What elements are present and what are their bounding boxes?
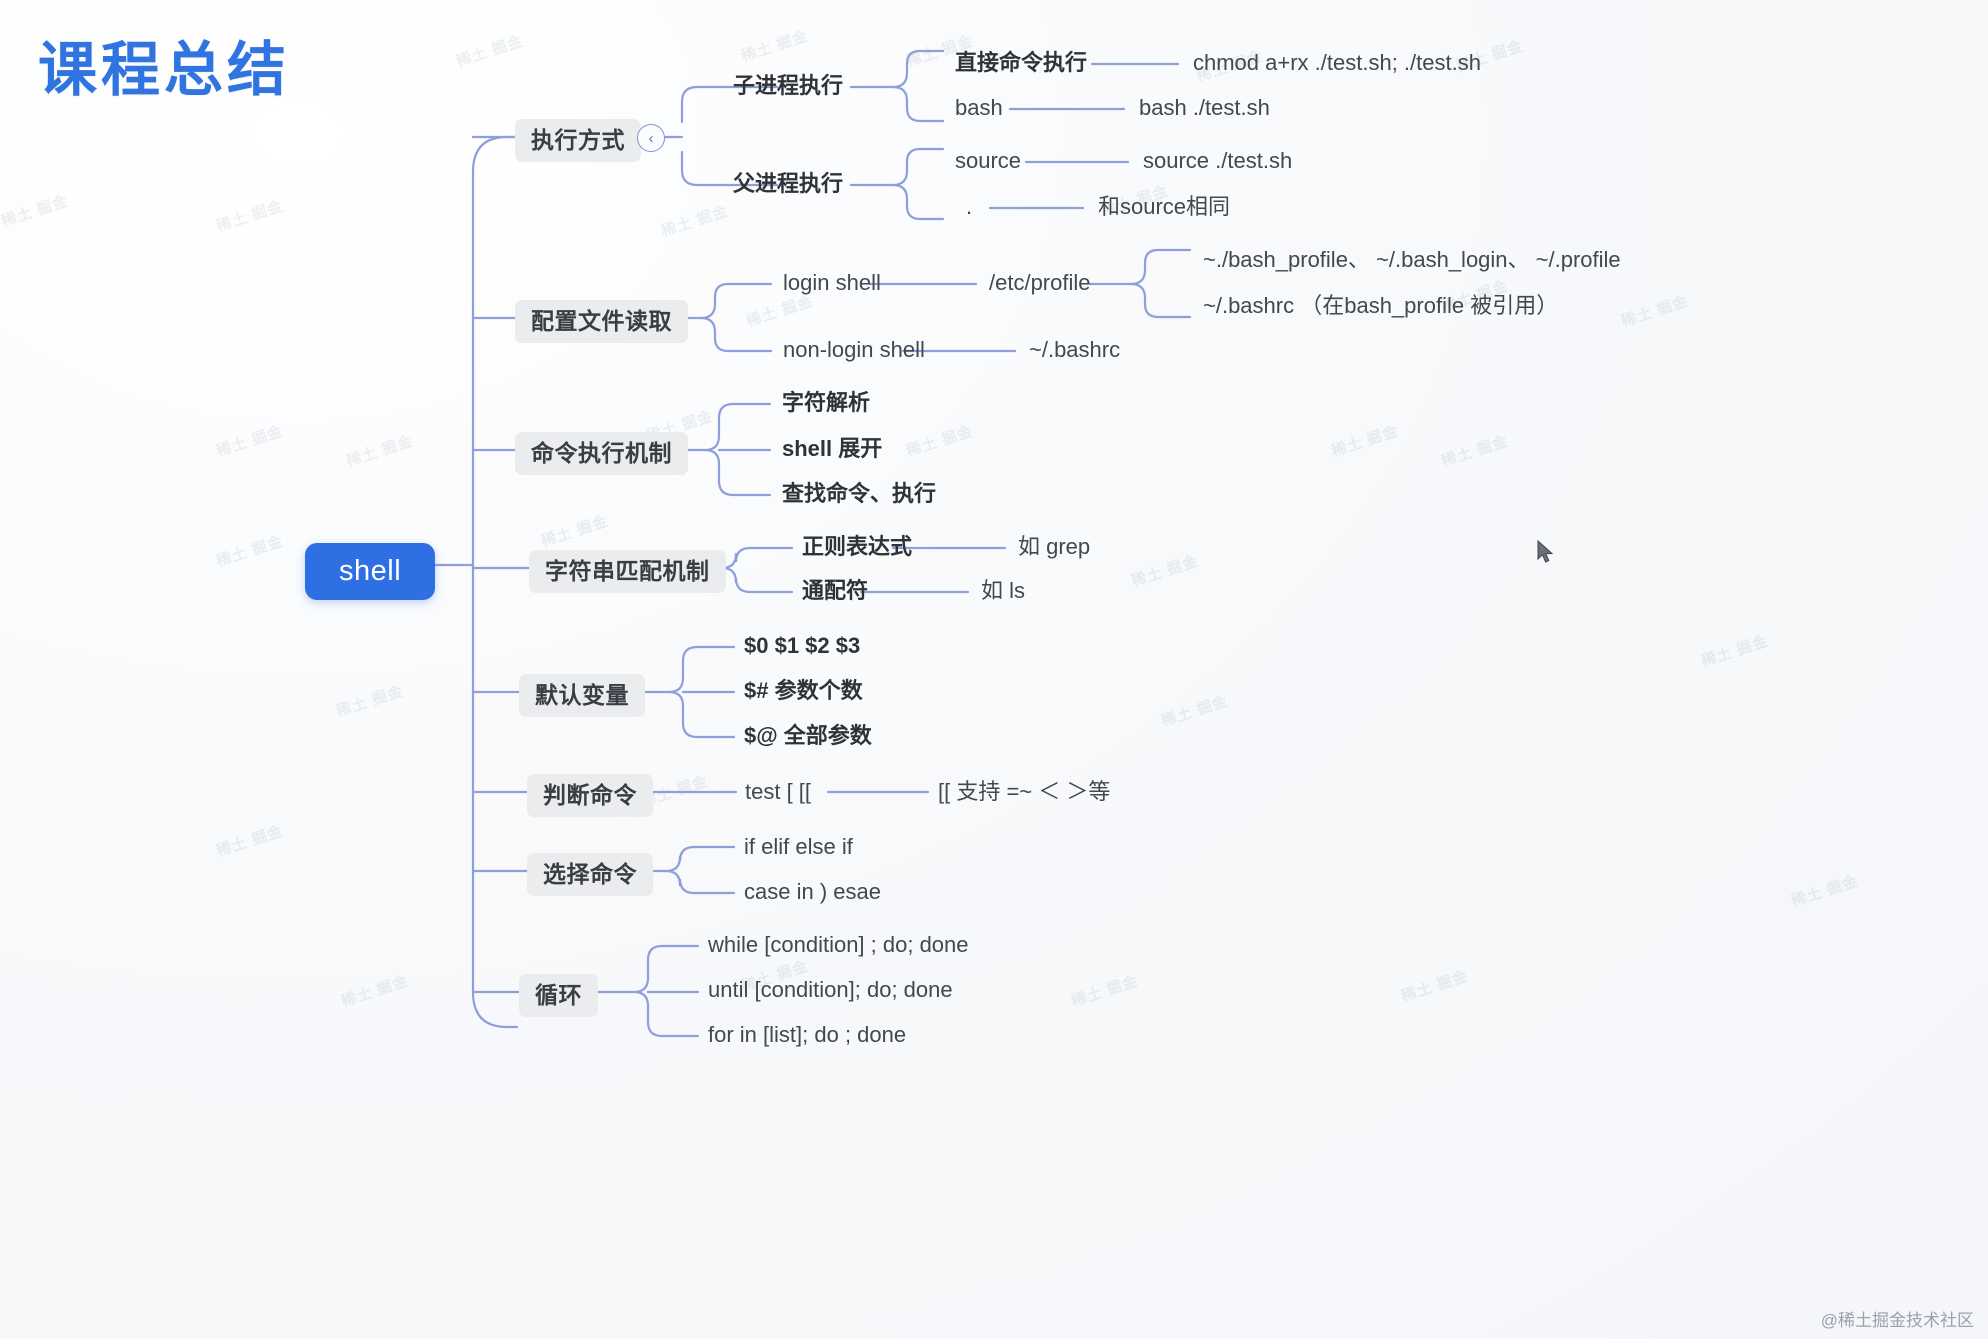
node-if-elif-else[interactable]: if elif else if — [744, 834, 853, 859]
node-non-login-shell[interactable]: non-login shell — [783, 337, 925, 362]
mouse-cursor — [1537, 540, 1554, 563]
watermark: 稀土 掘金 — [214, 422, 286, 461]
node-source[interactable]: source — [955, 148, 1022, 173]
branch-node-selection-command[interactable]: 选择命令 — [527, 853, 653, 896]
node-positional-params[interactable]: $0 $1 $2 $3 — [744, 633, 861, 658]
watermark: 稀土 掘金 — [1789, 872, 1861, 911]
node-until-loop[interactable]: until [condition]; do; done — [708, 977, 953, 1002]
branch-label: 循环 — [535, 982, 582, 1008]
watermark: 稀土 掘金 — [904, 422, 976, 461]
watermark: 稀土 掘金 — [659, 202, 731, 241]
watermark: 稀土 掘金 — [214, 822, 286, 861]
watermark: 稀土 掘金 — [1399, 967, 1471, 1006]
watermark: 稀土 掘金 — [1699, 632, 1771, 671]
watermark: 稀土 掘金 — [334, 682, 406, 721]
branch-label: 选择命令 — [543, 861, 637, 887]
branch-label: 字符串匹配机制 — [545, 558, 710, 584]
node-all-params[interactable]: $@ 全部参数 — [744, 723, 872, 748]
node-like-grep[interactable]: 如 grep — [1018, 534, 1091, 559]
branch-node-default-variables[interactable]: 默认变量 — [519, 674, 645, 717]
branch-label: 默认变量 — [535, 682, 629, 708]
chevron-left-icon[interactable]: ‹ — [637, 124, 665, 152]
credit-text: @稀土掘金技术社区 — [1820, 1311, 1974, 1330]
node-dot[interactable]: . — [966, 194, 973, 219]
page-title: 课程总结 — [38, 37, 291, 103]
node-wildcard[interactable]: 通配符 — [802, 578, 869, 603]
branch-node-config-file-read[interactable]: 配置文件读取 — [515, 300, 688, 343]
watermark: 稀土 掘金 — [1619, 292, 1691, 331]
watermark: 稀土 掘金 — [1129, 552, 1201, 591]
watermark: 稀土 掘金 — [539, 512, 611, 551]
node-while-loop[interactable]: while [condition] ; do; done — [708, 932, 969, 957]
branch-label: 执行方式 — [531, 127, 625, 153]
node-double-bracket-support[interactable]: [[ 支持 =~ ＜ ＞等 — [938, 779, 1111, 804]
node-shell-expand[interactable]: shell 展开 — [782, 436, 883, 461]
branch-node-loop[interactable]: 循环 — [519, 974, 598, 1017]
watermark: 稀土 掘金 — [214, 197, 286, 236]
watermark: 稀土 掘金 — [339, 972, 411, 1011]
node-etc-profile[interactable]: /etc/profile — [989, 270, 1091, 295]
node-for-loop[interactable]: for in [list]; do ; done — [708, 1022, 907, 1047]
root-node-shell[interactable]: shell — [305, 543, 436, 600]
watermark: 稀土 掘金 — [344, 432, 416, 471]
root-node-label: shell — [339, 555, 402, 587]
branch-node-command-exec-mechanism[interactable]: 命令执行机制 — [515, 432, 688, 475]
branch-label: 命令执行机制 — [531, 440, 672, 466]
watermark: 稀土 掘金 — [454, 32, 526, 71]
node-param-count[interactable]: $# 参数个数 — [744, 678, 863, 703]
watermark: 稀土 掘金 — [739, 27, 811, 66]
node-chmod-command[interactable]: chmod a+rx ./test.sh; ./test.sh — [1193, 50, 1481, 75]
watermark: 稀土 掘金 — [214, 532, 286, 571]
branch-label: 判断命令 — [543, 782, 637, 808]
watermark: 稀土 掘金 — [0, 192, 71, 231]
watermark: 稀土 掘金 — [1329, 422, 1401, 461]
node-direct-command-exec[interactable]: 直接命令执行 — [955, 50, 1088, 75]
node-source-test-sh[interactable]: source ./test.sh — [1143, 148, 1293, 173]
watermark: 稀土 掘金 — [1439, 432, 1511, 471]
branch-node-execution-mode[interactable]: 执行方式 — [515, 119, 641, 162]
node-bashrc[interactable]: ~/.bashrc — [1029, 337, 1121, 362]
node-test-brackets[interactable]: test [ [[ — [745, 779, 812, 804]
watermark: 稀土 掘金 — [1159, 692, 1231, 731]
node-find-command-exec[interactable]: 查找命令、执行 — [782, 481, 937, 506]
node-bashrc-referenced[interactable]: ~/.bashrc （在bash_profile 被引用） — [1203, 293, 1559, 318]
node-regex[interactable]: 正则表达式 — [802, 534, 913, 559]
node-login-shell[interactable]: login shell — [783, 270, 881, 295]
node-like-ls[interactable]: 如 ls — [981, 578, 1026, 603]
node-bash-profile-list[interactable]: ~./bash_profile、 ~/.bash_login、 ~/.profi… — [1203, 247, 1621, 272]
watermark: 稀土 掘金 — [1069, 972, 1141, 1011]
node-parent-process[interactable]: 父进程执行 — [733, 171, 844, 196]
node-case-esac[interactable]: case in ) esae — [744, 879, 881, 904]
watermark: 稀土 掘金 — [744, 292, 816, 331]
node-child-process[interactable]: 子进程执行 — [733, 73, 844, 98]
branch-label: 配置文件读取 — [531, 308, 672, 334]
node-char-parse[interactable]: 字符解析 — [782, 390, 871, 415]
node-bash-test-sh[interactable]: bash ./test.sh — [1139, 95, 1270, 120]
node-bash[interactable]: bash — [955, 95, 1003, 120]
branch-node-test-command[interactable]: 判断命令 — [527, 774, 653, 817]
node-same-as-source[interactable]: 和source相同 — [1098, 194, 1231, 219]
branch-node-string-matching[interactable]: 字符串匹配机制 — [529, 550, 726, 593]
